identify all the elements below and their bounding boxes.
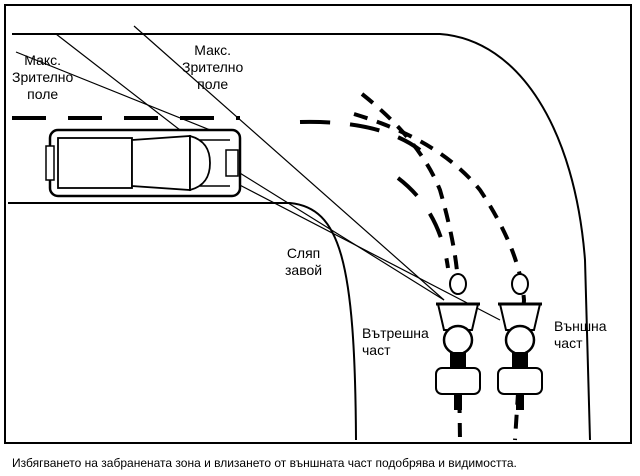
sight-line-3 (133, 25, 445, 301)
label-max-field-left-line2: Зрително (12, 69, 74, 85)
car-icon (45, 128, 242, 198)
label-blind-curve: Сляп завой (285, 245, 322, 279)
motorcycle-inner-icon (435, 273, 481, 410)
lane-curve-2 (396, 176, 450, 269)
sight-line-2 (55, 33, 181, 131)
road-inner-edge (8, 202, 357, 441)
sight-line-5 (229, 179, 501, 321)
sight-line-4 (234, 169, 445, 301)
motorcycle-outer-icon (497, 273, 543, 410)
label-outer-part-line2: част (554, 335, 583, 351)
sight-line-1 (15, 51, 236, 141)
label-inner-part-line1: Вътрешна (362, 325, 429, 341)
label-max-field-left-line3: поле (27, 86, 59, 102)
road-top-edge (12, 33, 591, 441)
inner-path (360, 92, 462, 441)
label-outer-part-line1: Външна (554, 318, 607, 334)
diagram-caption: Избягването на забранената зона и влизан… (12, 456, 517, 470)
label-max-field-right-line2: Зрително (182, 59, 244, 75)
label-max-field-left-line1: Макс. (24, 52, 62, 68)
label-inner-part: Вътрешна част (362, 325, 429, 359)
label-max-field-right-line3: поле (197, 76, 229, 92)
label-max-field-left: Макс. Зрително поле (12, 52, 73, 103)
lane-curve-1 (299, 119, 422, 152)
label-max-field-right-line1: Макс. (194, 42, 232, 58)
label-blind-curve-line1: Сляп (286, 245, 321, 261)
label-outer-part: Външна част (554, 318, 607, 352)
label-blind-curve-line2: завой (285, 262, 323, 278)
label-inner-part-line2: част (362, 342, 391, 358)
label-max-field-right: Макс. Зрително поле (182, 42, 243, 93)
